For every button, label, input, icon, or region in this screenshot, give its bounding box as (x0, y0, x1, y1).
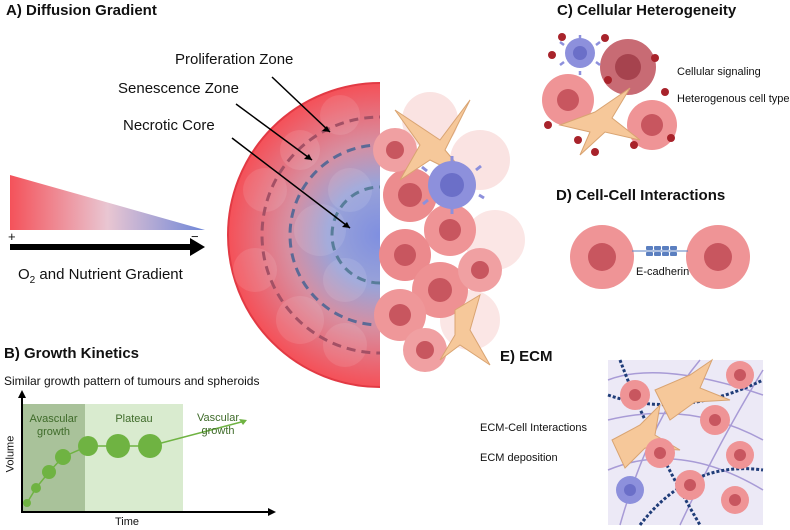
ecadherin-label: E-cadherin (636, 266, 690, 278)
avascular-label-1: Avascular (29, 413, 78, 425)
growth-subtitle: Similar growth pattern of tumours and sp… (4, 374, 260, 388)
gradient-label-sub: 2 (29, 275, 36, 286)
growth-axes (21, 395, 272, 513)
gradient-high-mark: + (8, 229, 16, 244)
cell-cell-illustration (570, 225, 750, 289)
vascular-label-1: Vascular (197, 412, 239, 424)
panel-a-title: A) Diffusion Gradient (6, 2, 157, 19)
panel-e-title: E) ECM (500, 348, 553, 365)
gradient-label-text: and Nutrient Gradient (35, 266, 183, 283)
gradient-low-mark: − (191, 229, 199, 244)
tumor-cross-section (227, 82, 380, 388)
senescence-zone-label: Senescence Zone (118, 80, 239, 97)
necrotic-core-label: Necrotic Core (123, 117, 215, 134)
zone-pointers (231, 76, 351, 229)
growth-curve (23, 419, 247, 507)
ecm-cell-label: ECM-Cell Interactions (480, 422, 587, 434)
gradient-label-o: O (18, 266, 30, 283)
gradient-arrow (10, 238, 205, 256)
proliferation-zone-label: Proliferation Zone (175, 51, 294, 68)
avascular-label: Avascular growth (22, 413, 85, 439)
heterogeneity-illustration (542, 33, 677, 156)
y-axis-label: Volume (4, 435, 17, 473)
panel-c-title: C) Cellular Heterogeneity (557, 2, 737, 19)
plateau-phase-region (85, 404, 183, 512)
nutrient-gradient-wedge (10, 175, 205, 230)
tumor-cell-cluster (373, 92, 525, 372)
ecm-deposition-label: ECM deposition (480, 452, 558, 464)
necrotic-boundary (330, 185, 380, 285)
cell-types-label: Heterogenous cell types (677, 93, 790, 105)
ecm-illustration (607, 358, 764, 526)
vascular-label-2: growth (201, 425, 235, 437)
plateau-label: Plateau (115, 413, 153, 425)
panel-d-title: D) Cell-Cell Interactions (556, 187, 726, 204)
gradient-label: O2 and Nutrient Gradient (18, 266, 183, 286)
vascular-label: Vascular growth (188, 412, 248, 438)
x-axis-label: Time (115, 516, 140, 528)
panel-b-title: B) Growth Kinetics (4, 345, 140, 362)
avascular-label-2: growth (36, 426, 71, 438)
signaling-label: Cellular signaling (677, 66, 761, 78)
